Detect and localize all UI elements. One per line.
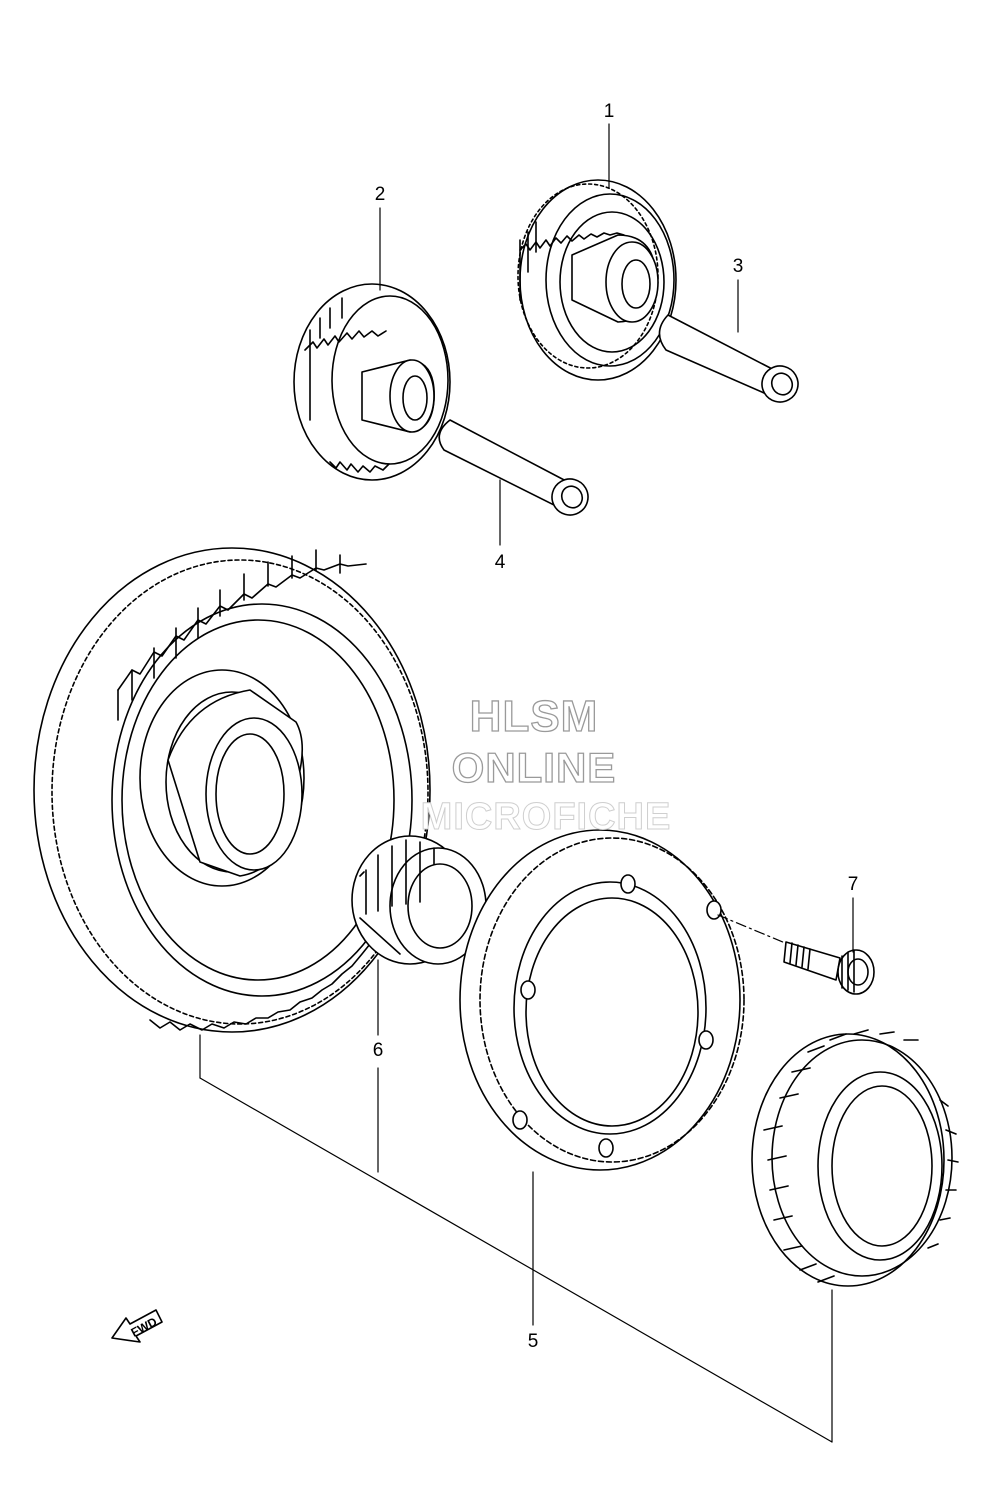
- svg-text:4: 4: [495, 552, 506, 573]
- callout-6: 6: [373, 959, 384, 1173]
- shaft-4[interactable]: [438, 419, 594, 522]
- needle-bearing-6[interactable]: [351, 835, 487, 965]
- svg-text:7: 7: [848, 874, 859, 895]
- watermark-line-1: HLSM: [469, 691, 599, 741]
- callout-5: 5: [528, 1171, 539, 1352]
- callout-3: 3: [733, 256, 744, 333]
- svg-text:3: 3: [733, 256, 744, 277]
- callout-2: 2: [375, 184, 386, 291]
- one-way-clutch-housing[interactable]: [459, 829, 745, 1171]
- starter-driven-gear[interactable]: [33, 547, 431, 1033]
- callout-4: 4: [495, 479, 506, 573]
- watermark-line-3: MICROFICHE: [420, 796, 672, 839]
- idle-gear-2[interactable]: [293, 283, 451, 481]
- svg-text:1: 1: [604, 101, 615, 122]
- one-way-clutch[interactable]: [751, 1029, 959, 1287]
- callout-7: 7: [848, 874, 859, 953]
- watermark-line-2: ONLINE: [451, 743, 617, 791]
- svg-text:5: 5: [528, 1331, 539, 1352]
- shaft-3[interactable]: [658, 314, 804, 409]
- idle-gear-1[interactable]: [517, 179, 677, 381]
- svg-text:6: 6: [373, 1040, 384, 1061]
- bolt-7[interactable]: [717, 914, 875, 995]
- svg-text:2: 2: [375, 184, 386, 205]
- fwd-arrow-icon: FWD: [111, 1309, 163, 1343]
- assembly-bracket: [199, 1034, 833, 1443]
- callout-1: 1: [604, 101, 615, 189]
